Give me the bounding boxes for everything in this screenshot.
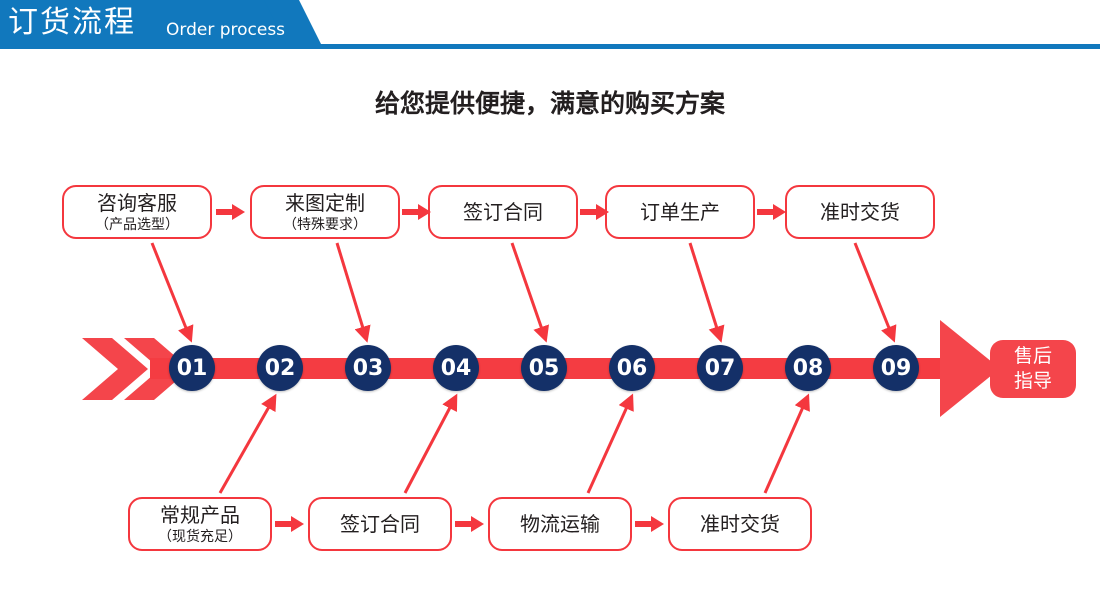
- after-sale-line1: 售后: [1013, 345, 1052, 367]
- bottom-box-4-title: 准时交货: [700, 512, 780, 536]
- timeline-step-08: 08: [785, 345, 831, 391]
- top-box-2-title: 来图定制: [285, 190, 365, 215]
- bottom-connector-arrow-3: [635, 516, 665, 532]
- timeline-step-09-label: 09: [880, 355, 912, 381]
- timeline-step-03-label: 03: [352, 355, 384, 381]
- bottom-box-3: 物流运输: [488, 497, 632, 551]
- timeline-step-09: 09: [873, 345, 919, 391]
- top-box-3-title: 签订合同: [463, 200, 543, 224]
- top-connector-arrow-4: [757, 204, 787, 220]
- bottom-box-2-title: 签订合同: [340, 512, 420, 536]
- top-connector-arrow-1: [216, 204, 246, 220]
- bottom-connector-arrow-2: [455, 516, 485, 532]
- timeline-step-02: 02: [257, 345, 303, 391]
- bottom-box-3-title: 物流运输: [520, 512, 600, 536]
- timeline-step-05: 05: [521, 345, 567, 391]
- header-banner: 订货流程 Order process: [0, 0, 1100, 50]
- top-box-3: 签订合同: [428, 185, 578, 239]
- timeline-step-05-label: 05: [528, 355, 560, 381]
- top-connector-arrow-3: [580, 204, 610, 220]
- timeline-step-06-label: 06: [616, 355, 648, 381]
- timeline-step-03: 03: [345, 345, 391, 391]
- timeline-step-02-label: 02: [264, 355, 296, 381]
- timeline-step-07-label: 07: [704, 355, 736, 381]
- bottom-connector-arrow-1: [275, 516, 305, 532]
- bottom-box-2: 签订合同: [308, 497, 452, 551]
- subtitle-text: 给您提供便捷，满意的购买方案: [374, 89, 725, 118]
- timeline-step-01-label: 01: [176, 355, 208, 381]
- top-box-4-title: 订单生产: [640, 200, 720, 224]
- page-title: 订货流程: [8, 5, 136, 40]
- timeline-step-04: 04: [433, 345, 479, 391]
- top-box-4: 订单生产: [605, 185, 755, 239]
- timeline-step-04-label: 04: [440, 355, 472, 381]
- timeline-step-06: 06: [609, 345, 655, 391]
- bottom-box-1-note: （现货充足）: [158, 528, 242, 545]
- page-title-english: Order process: [166, 20, 286, 40]
- top-box-1-title: 咨询客服: [97, 190, 177, 215]
- top-box-1: 咨询客服 （产品选型）: [62, 185, 212, 239]
- after-sale-support-badge: 售后 指导: [990, 340, 1076, 398]
- timeline-step-08-label: 08: [792, 355, 824, 381]
- top-box-1-note: （产品选型）: [95, 216, 179, 233]
- top-connector-arrow-2: [402, 204, 432, 220]
- top-box-5-title: 准时交货: [820, 200, 900, 224]
- top-box-2-note: （特殊要求）: [283, 216, 367, 233]
- after-sale-line2: 指导: [1013, 370, 1052, 392]
- top-box-2: 来图定制 （特殊要求）: [250, 185, 400, 239]
- bottom-box-1-title: 常规产品: [160, 502, 240, 527]
- bottom-box-4: 准时交货: [668, 497, 812, 551]
- timeline-step-07: 07: [697, 345, 743, 391]
- bottom-box-1: 常规产品 （现货充足）: [128, 497, 272, 551]
- timeline-step-01: 01: [169, 345, 215, 391]
